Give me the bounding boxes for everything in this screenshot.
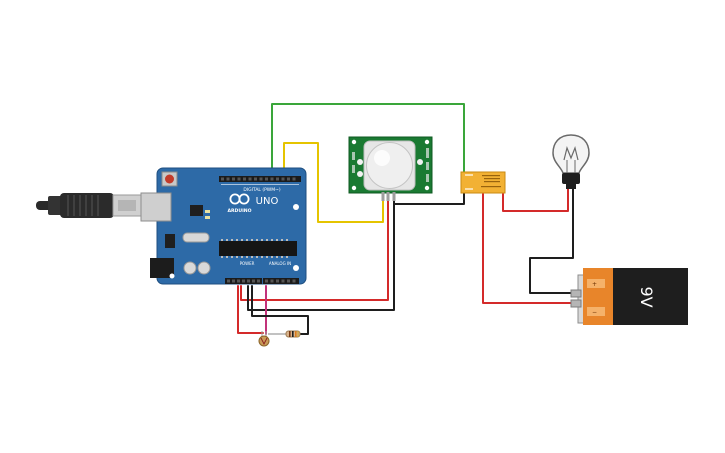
pir-dome [366, 142, 413, 189]
infinity-logo-icon [229, 193, 250, 205]
battery-9v[interactable]: + − 9V [570, 268, 688, 325]
digital-pins [221, 177, 296, 181]
arduino-model-label: UNO [256, 196, 279, 207]
svg-text:+: + [592, 281, 597, 288]
arduino-brand-label: ARDUINO [227, 208, 251, 214]
yellow-wire[interactable] [283, 142, 384, 223]
analog-label: ANALOG IN [269, 261, 291, 266]
reset-button[interactable] [165, 174, 174, 184]
red-wire-sensor-5v[interactable] [237, 285, 264, 334]
light-bulb-icon[interactable] [552, 134, 590, 189]
resistor-icon[interactable] [268, 330, 301, 338]
pir-sensor[interactable] [348, 136, 433, 201]
red-wire-battery-relay[interactable] [482, 193, 579, 304]
black-wire-resistor-gnd[interactable] [251, 285, 309, 335]
svg-text:−: − [592, 309, 597, 316]
green-wire[interactable] [271, 103, 465, 177]
wires [237, 103, 579, 335]
power-label: POWER [240, 261, 255, 266]
black-wire-bulb-battery[interactable] [529, 188, 579, 294]
arduino-uno-board[interactable]: ARDUINO UNO DIGITAL (PWM~) [140, 167, 307, 285]
red-wire-pir-vcc[interactable] [240, 200, 389, 301]
black-wire-relay-gnd[interactable] [393, 189, 465, 205]
red-wire-relay-bulb[interactable] [502, 188, 569, 212]
usb-cable-icon [36, 193, 142, 218]
power-jack [150, 258, 174, 278]
analog-header[interactable] [263, 278, 299, 284]
digital-header-label: DIGITAL (PWM~) [243, 187, 281, 193]
usb-port [140, 192, 172, 222]
photoresistor-icon[interactable] [258, 331, 270, 347]
battery-voltage-label: 9V [637, 286, 656, 307]
black-wire-pir-gnd[interactable] [247, 200, 395, 311]
relay-module[interactable] [460, 171, 506, 194]
atmega-chip [219, 241, 297, 256]
usb-chip [190, 205, 203, 216]
